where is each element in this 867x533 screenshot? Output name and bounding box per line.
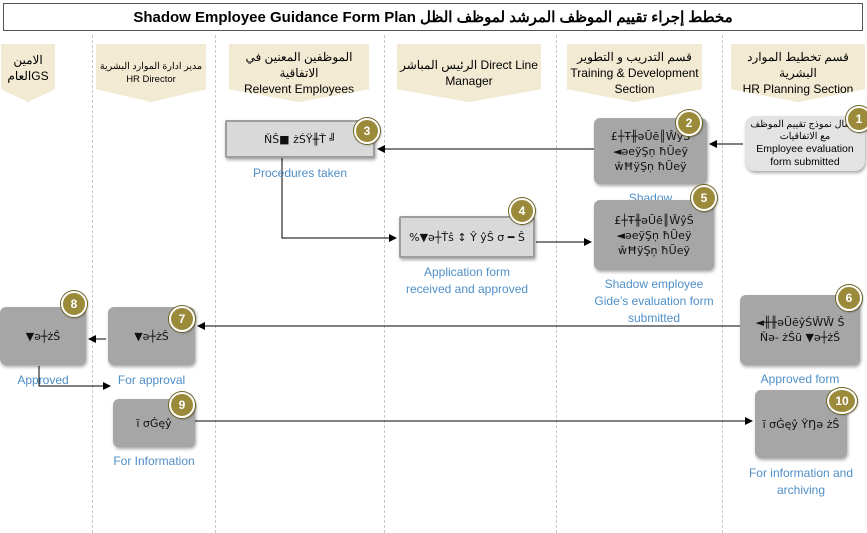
lane-divider xyxy=(556,35,557,533)
step-3-box: ŇŜ■ żŚŸ╫Ť ╝ xyxy=(225,120,375,158)
step-7-badge: 7 xyxy=(169,306,195,332)
lane-divider xyxy=(92,35,93,533)
step-10-badge: 10 xyxy=(827,388,857,414)
lane-header-line2: HR Director xyxy=(126,74,176,85)
lane-header-line1: الموظفين المعنين في الاتفاقية xyxy=(245,50,353,80)
lane-divider xyxy=(384,35,385,533)
lane-header-hr-director: مدير ادارة الموارد البشرية HR Director xyxy=(96,44,206,102)
arrow-3-to-4 xyxy=(281,158,397,242)
step-2-badge: 2 xyxy=(676,110,702,136)
lane-header-line-manager: الرئيس المباشر Direct Line Manager xyxy=(397,44,541,102)
lane-header-training: قسم التدريب و التطوير Training & Develop… xyxy=(567,44,702,102)
lane-header-gs: الامين العامGS xyxy=(1,44,55,102)
step-4-box: %▼ǝ┼Ťŝ ↕ Ŷ ŷŜ σ ━ Ŝ xyxy=(399,216,535,258)
lane-header-line2: Manager xyxy=(445,74,493,88)
lane-header-line1: الامين العامGS xyxy=(7,53,49,83)
lane-header-line2: Relevent Employees xyxy=(243,82,355,96)
step-4-badge: 4 xyxy=(509,198,535,224)
step-7-label: For approval xyxy=(117,373,186,387)
step-1-text-ar: ارسال نموذج تقييم الموظف مع الاتفاقيات xyxy=(750,118,860,142)
step-8-badge: 8 xyxy=(61,291,87,317)
step-1-text-en: Employee evaluation form submitted xyxy=(756,142,854,168)
step-5-box: £┼Ŧ╫ǝŪē║ŴŷŜ ◄ǝeÿŞņ ħŨeÿ ŵĦÿŞņ ħŨeÿ xyxy=(594,200,714,270)
step-3-badge: 3 xyxy=(354,118,380,144)
step-5-badge: 5 xyxy=(691,185,717,211)
step-8-label: Approved xyxy=(17,373,69,387)
lane-header-line1: الرئيس المباشر Direct Line xyxy=(400,58,538,72)
lane-header-line1: قسم التدريب و التطوير xyxy=(577,50,692,64)
lane-header-line1: قسم تخطيط الموارد البشرية xyxy=(747,50,849,80)
step-1-box: ارسال نموذج تقييم الموظف مع الاتفاقيات E… xyxy=(745,116,865,171)
step-6-label: Approved form xyxy=(760,372,840,386)
step-3-label: Procedures taken xyxy=(252,166,348,180)
step-2-label: Shadow xyxy=(628,191,673,202)
lane-header-hr-planning: قسم تخطيط الموارد البشرية HR Planning Se… xyxy=(731,44,865,102)
step-9-label: For Information xyxy=(113,454,195,468)
step-9-badge: 9 xyxy=(169,392,195,418)
page-title: Shadow Employee Guidance Form Plan مخطط … xyxy=(3,3,863,31)
arrow-8-to-9 xyxy=(38,366,111,390)
lane-divider xyxy=(722,35,723,533)
step-6-box: ◄╫╫ǝŪēŷŚŴŴ Ŝ Ňǝ- żŜũ ▼ǝ┼żŜ xyxy=(740,295,860,365)
lane-header-line2: Training & Development Section xyxy=(570,66,699,96)
step-6-badge: 6 xyxy=(836,285,862,311)
lane-header-line1: مدير ادارة الموارد البشرية xyxy=(99,61,203,72)
step-10-label: For information and archiving xyxy=(748,466,854,497)
step-5-label: Shadow employee Gide’s evaluation form s… xyxy=(594,277,714,325)
step-1-badge: 1 xyxy=(846,106,867,132)
lane-header-relevant-employees: الموظفين المعنين في الاتفاقية Relevent E… xyxy=(229,44,369,102)
lane-header-line2: HR Planning Section xyxy=(742,82,854,96)
step-4-label: Application form received and approved xyxy=(405,265,529,296)
lane-divider xyxy=(215,35,216,533)
